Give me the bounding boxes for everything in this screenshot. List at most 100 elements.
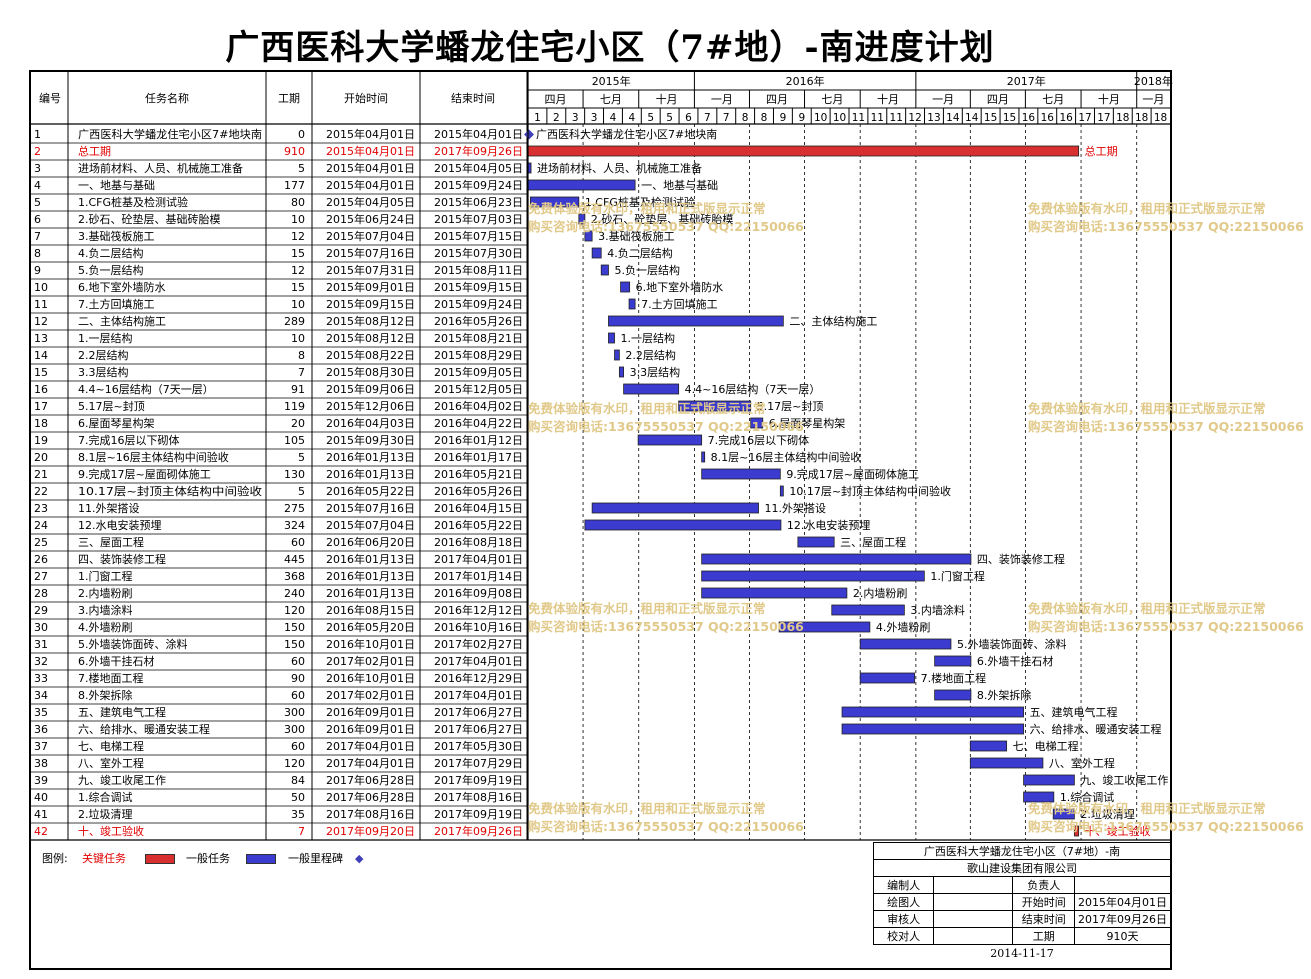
task-bar: [600, 264, 609, 276]
watermark: 免费体验版有水印，租用和正式版显示正常购买咨询电话:13675550537 QQ…: [1028, 401, 1304, 434]
task-start: 2015年09月06日: [326, 382, 415, 396]
task-end: 2016年04月15日: [434, 501, 523, 515]
task-start: 2016年01月13日: [326, 569, 415, 583]
watermark: 免费体验版有水印，租用和正式版显示正常购买咨询电话:13675550537 QQ…: [1028, 201, 1304, 234]
quarter-label: 十月: [877, 92, 899, 106]
task-duration: 60: [291, 655, 305, 668]
task-end: 2015年07月30日: [434, 246, 523, 260]
task-id: 3: [34, 162, 41, 175]
task-bar-label: 3.基础筏板施工: [598, 229, 675, 243]
task-bar-label: 四、装饰装修工程: [977, 552, 1065, 566]
task-bar: [701, 468, 781, 480]
month-label: 17: [1078, 112, 1091, 124]
task-duration: 10: [291, 213, 305, 226]
task-duration: 15: [291, 247, 305, 260]
task-bar: [527, 179, 636, 191]
task-duration: 120: [284, 604, 305, 617]
task-duration: 80: [291, 196, 305, 209]
watermark: 免费体验版有水印，租用和正式版显示正常购买咨询电话:13675550537 QQ…: [1028, 601, 1304, 634]
task-start: 2016年01月13日: [326, 552, 415, 566]
quarter-label: 四月: [987, 93, 1009, 106]
task-bar-label: 5.外墙装饰面砖、涂料: [957, 637, 1066, 651]
task-bar-label: 6.屋面琴星构架: [769, 416, 846, 430]
column-header-no: 编号: [39, 91, 61, 105]
task-name: 7.楼地面工程: [78, 671, 144, 685]
task-bar-label: 二、主体结构施工: [789, 314, 877, 328]
task-bar-label: 5.17层~封顶: [757, 399, 824, 413]
task-start: 2017年04月01日: [326, 756, 415, 770]
month-label: 16: [1059, 112, 1073, 124]
task-id: 20: [34, 451, 48, 464]
task-end: 2015年07月03日: [434, 212, 523, 226]
month-label: 18: [1116, 112, 1129, 124]
month-label: 18: [1135, 112, 1148, 124]
legend-normal-label: 一般任务: [186, 852, 230, 865]
month-label: 16: [1022, 112, 1036, 124]
task-start: 2016年04月03日: [326, 416, 415, 430]
task-end: 2015年08月29日: [434, 348, 523, 362]
task-name: 8.外架拆除: [78, 688, 133, 702]
task-id: 42: [34, 825, 48, 838]
quarter-label: 七月: [1042, 93, 1064, 106]
task-id: 25: [34, 536, 48, 549]
task-bar-label: 一、地基与基础: [641, 179, 718, 192]
task-end: 2016年12月12日: [434, 603, 523, 617]
task-id: 26: [34, 553, 48, 566]
month-label: 8: [742, 112, 749, 124]
task-end: 2017年06月27日: [434, 705, 523, 719]
month-label: 4: [610, 112, 617, 124]
task-end: 2017年08月16日: [434, 790, 523, 804]
critical-task-bar: [1073, 825, 1080, 837]
task-start: 2017年09月20日: [326, 824, 415, 838]
task-name: 四、装饰装修工程: [78, 552, 166, 566]
task-start: 2016年09月01日: [326, 722, 415, 736]
task-start: 2015年09月30日: [326, 433, 415, 447]
task-bar: [701, 587, 848, 599]
column-header-end: 结束时间: [451, 92, 495, 105]
legend-normal-swatch: [246, 854, 276, 864]
task-bar-label: 八、室外工程: [1049, 756, 1115, 770]
task-start: 2017年06月28日: [326, 773, 415, 787]
task-start: 2017年08月16日: [326, 807, 415, 821]
task-bar-label: 6.外墙干挂石材: [977, 654, 1054, 668]
task-bar: [859, 638, 952, 650]
task-bar: [701, 553, 972, 565]
task-id: 19: [34, 434, 48, 447]
task-duration: 5: [298, 162, 305, 175]
task-name: 进场前材料、人员、机械施工准备: [78, 161, 243, 175]
task-end: 2016年05月22日: [434, 518, 523, 532]
task-id: 4: [34, 179, 41, 192]
task-id: 14: [34, 349, 48, 362]
task-bar: [1052, 808, 1075, 820]
task-id: 31: [34, 638, 48, 651]
month-label: 10: [833, 112, 846, 124]
task-id: 35: [34, 706, 48, 719]
column-header-start: 开始时间: [344, 91, 388, 105]
task-start: 2017年02月01日: [326, 688, 415, 702]
info-start-label: 开始时间: [1012, 893, 1075, 911]
task-end: 2015年09月24日: [434, 178, 523, 192]
task-name: 1.综合调试: [78, 790, 133, 804]
task-duration: 324: [284, 519, 305, 532]
task-start: 2016年09月01日: [326, 705, 415, 719]
task-start: 2015年04月01日: [326, 144, 415, 158]
month-label: 15: [1003, 112, 1016, 124]
task-bar-label: 三、屋面工程: [840, 536, 906, 549]
task-name: 1.一层结构: [78, 331, 133, 345]
quarter-label: 七月: [821, 93, 843, 106]
info-project: 广西医科大学蟠龙住宅小区（7#地）-南: [873, 842, 1171, 860]
month-label: 16: [1041, 112, 1055, 124]
info-checker-value: [933, 927, 1014, 945]
task-start: 2015年06月24日: [326, 212, 415, 226]
task-name: 五、建筑电气工程: [78, 705, 166, 719]
task-id: 9: [34, 264, 41, 277]
task-id: 32: [34, 655, 48, 668]
task-bar: [701, 570, 925, 582]
month-label: 5: [666, 112, 673, 124]
task-bar: [620, 281, 631, 293]
task-name: 2.2层结构: [78, 348, 129, 362]
task-name: 7.完成16层以下砌体: [78, 433, 180, 447]
task-start: 2015年08月22日: [326, 348, 415, 362]
month-label: 13: [927, 112, 940, 124]
task-end: 2016年10月16日: [434, 620, 523, 634]
